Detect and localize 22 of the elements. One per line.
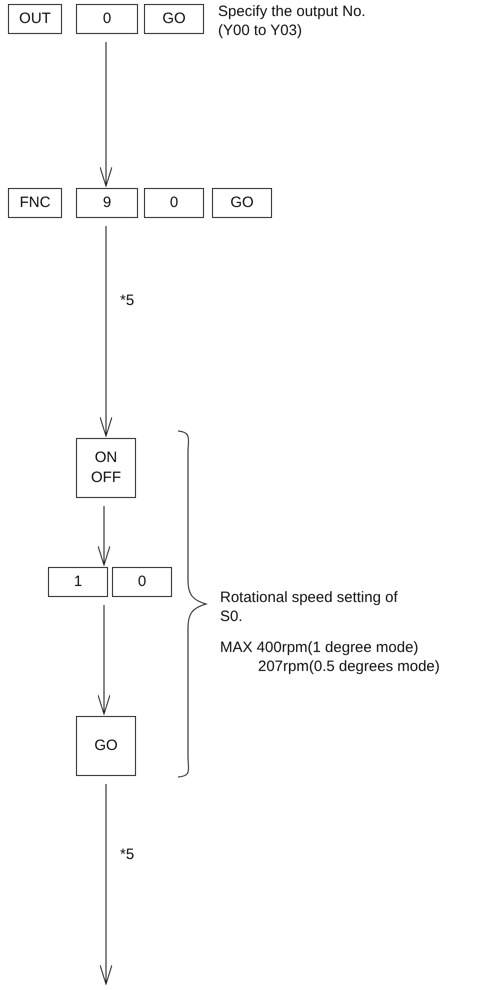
arrow [100,42,112,186]
arrow [98,604,110,714]
key-box: 9 [76,188,138,218]
key-box: GO [144,4,204,34]
arrow [100,226,112,436]
note-text: MAX 400rpm(1 degree mode) [220,638,420,657]
key-box: 0 [144,188,204,218]
arrow [100,784,112,984]
note-text: Rotational speed setting of S0. [220,588,399,626]
key-box: ON OFF [76,438,136,498]
key-box: FNC [8,188,62,218]
arrow [98,506,110,566]
edge-label: *5 [120,845,134,864]
note-text: 207rpm(0.5 degrees mode) [258,657,441,676]
key-box: OUT [8,4,62,34]
note-text: Specify the output No. (Y00 to Y03) [218,2,367,40]
key-box: 0 [112,567,172,597]
key-box: GO [212,188,272,218]
key-box: 0 [76,4,138,34]
edge-label: *5 [120,290,134,310]
key-box: 1 [48,567,108,597]
key-box: GO [76,716,136,776]
